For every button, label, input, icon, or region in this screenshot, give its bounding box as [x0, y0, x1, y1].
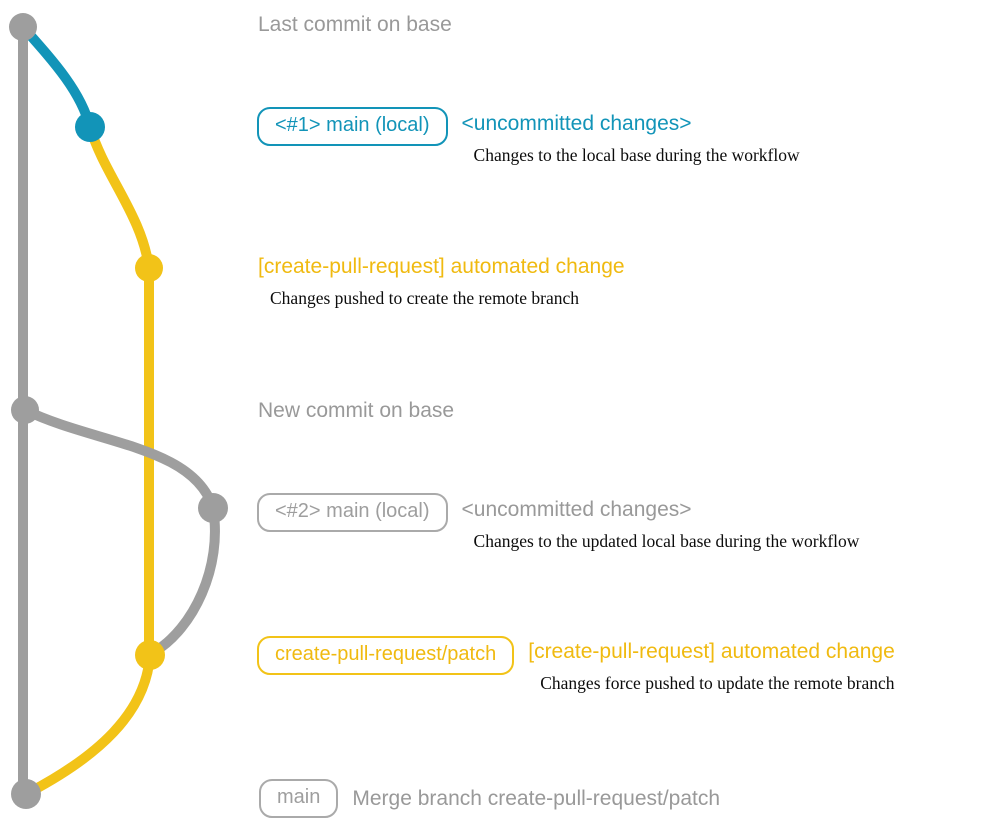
- local-main-diverge-2-curve-out: [20, 405, 218, 513]
- local-main-diverge-1-line: [18, 22, 95, 132]
- new-commit-row: New commit on base: [258, 399, 454, 423]
- uncommitted-2-row: <#2> main (local) <uncommitted changes> …: [257, 493, 859, 552]
- branch-badge-main-local-2: <#2> main (local): [257, 493, 448, 532]
- new-commit-label: New commit on base: [258, 399, 455, 422]
- commit-dot-uncommitted-2: [198, 493, 228, 523]
- local-main-diverge-2-curve-in: [149, 503, 220, 657]
- branch-badge-patch: create-pull-request/patch: [257, 636, 515, 675]
- uncommitted-1-row: <#1> main (local) <uncommitted changes> …: [257, 107, 800, 166]
- merge-into-base-curve: [25, 650, 155, 797]
- commit-dot-uncommitted-1: [75, 112, 105, 142]
- branch-badge-main-local-1: <#1> main (local): [257, 107, 448, 146]
- git-graph: [9, 13, 228, 809]
- patch-branch-upper-curve: [85, 122, 154, 273]
- last-commit-row: Last commit on base: [258, 13, 452, 37]
- automated-1-row: [create-pull-request] automated change C…: [258, 251, 625, 309]
- automated-2-row: create-pull-request/patch [create-pull-r…: [257, 636, 895, 694]
- uncommitted-2-title: <uncommitted changes>: [461, 498, 692, 521]
- commit-dot-new-base: [11, 396, 39, 424]
- automated-2-title: [create-pull-request] automated change: [528, 640, 895, 663]
- merge-row: main Merge branch create-pull-request/pa…: [259, 779, 720, 818]
- merge-title: Merge branch create-pull-request/patch: [352, 786, 721, 810]
- automated-1-desc: Changes pushed to create the remote bran…: [270, 288, 580, 308]
- automated-2-desc: Changes force pushed to update the remot…: [540, 673, 895, 693]
- commit-dot-merge: [11, 779, 41, 809]
- uncommitted-1-title: <uncommitted changes>: [461, 112, 692, 135]
- commit-dot-automated-change-1: [135, 254, 163, 282]
- uncommitted-2-desc: Changes to the updated local base during…: [473, 531, 860, 551]
- commit-dot-last-base: [9, 13, 37, 41]
- branch-badge-main: main: [259, 779, 339, 818]
- last-commit-label: Last commit on base: [258, 13, 452, 36]
- uncommitted-1-desc: Changes to the local base during the wor…: [473, 145, 800, 165]
- automated-1-title: [create-pull-request] automated change: [258, 255, 625, 278]
- commit-dot-automated-change-2: [135, 640, 165, 670]
